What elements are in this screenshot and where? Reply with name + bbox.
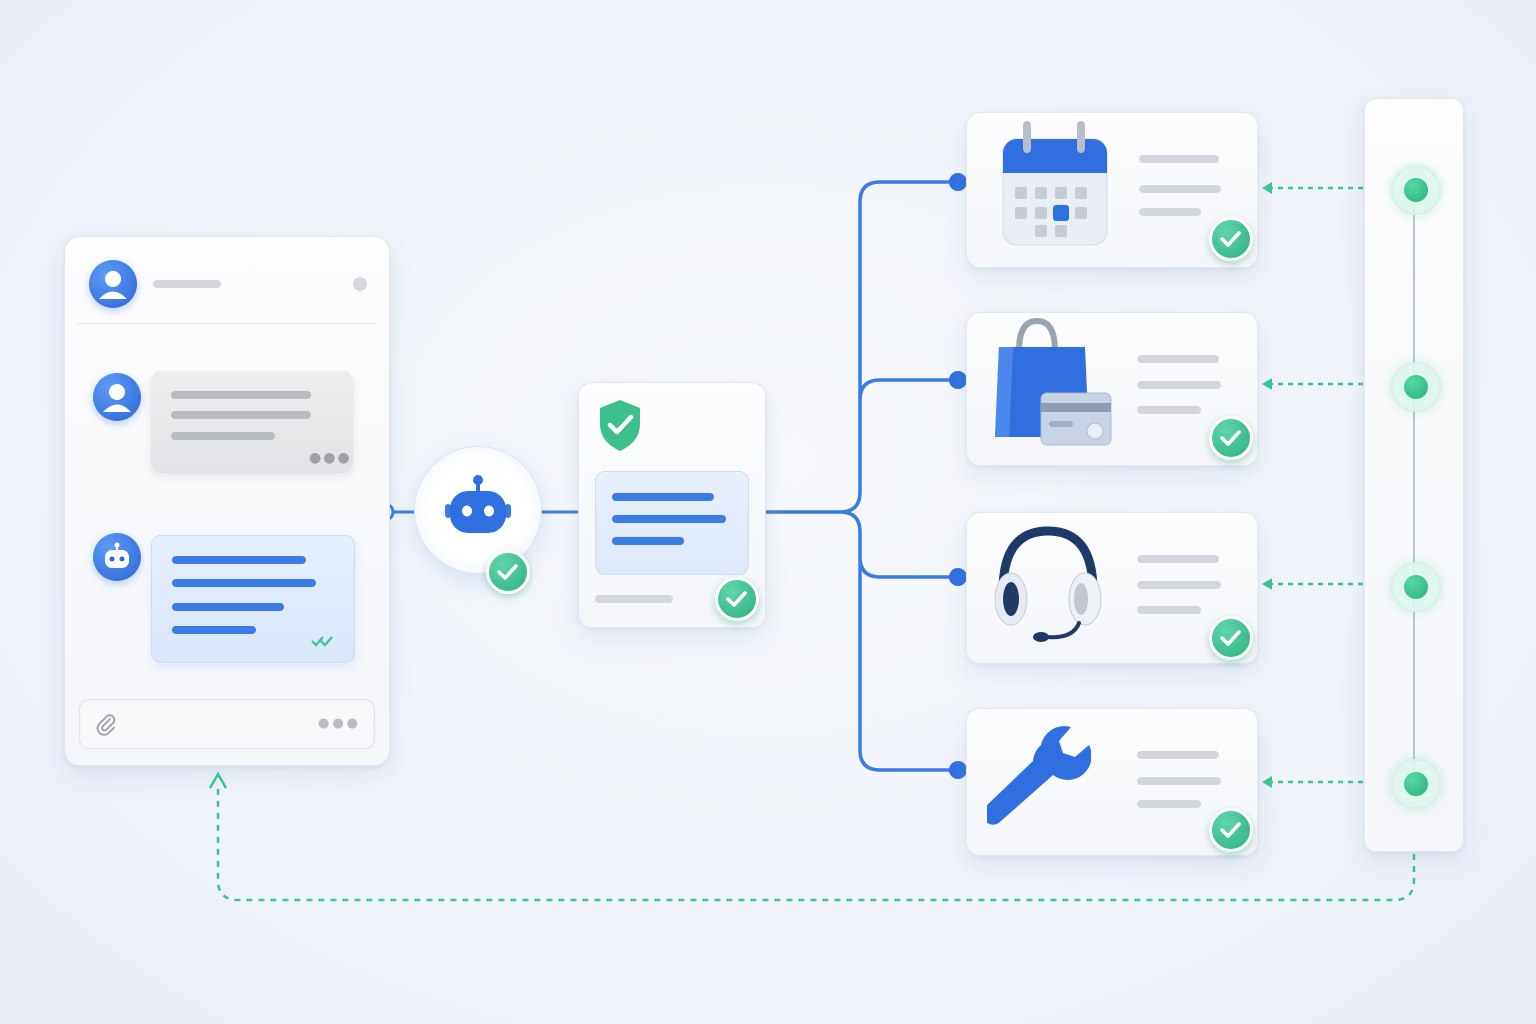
bot-message-bubble	[151, 535, 355, 663]
service-text-placeholder	[1137, 800, 1201, 808]
service-text-placeholder	[1139, 155, 1219, 163]
chat-menu-dot[interactable]	[353, 277, 367, 291]
branch-port-tools	[949, 761, 967, 779]
sync-node[interactable]	[1391, 562, 1441, 612]
sync-arrows	[1268, 186, 1372, 784]
check-badge-icon	[1209, 808, 1253, 852]
sync-node[interactable]	[1391, 165, 1441, 215]
footer-text-placeholder	[595, 595, 673, 603]
connector-branch-trunk	[762, 180, 960, 772]
shield-check-icon	[600, 400, 640, 451]
service-text-placeholder	[1137, 555, 1219, 563]
ellipsis-icon: ●●●	[309, 450, 352, 466]
paperclip-icon[interactable]	[94, 712, 118, 736]
headset-icon	[994, 526, 1102, 642]
sync-rail-track	[1413, 189, 1415, 785]
double-check-icon	[311, 636, 333, 647]
message-text-placeholder	[172, 579, 316, 587]
service-text-placeholder	[1137, 355, 1219, 363]
message-text-placeholder	[171, 411, 311, 419]
check-badge-icon	[486, 550, 530, 594]
service-text-placeholder	[1137, 777, 1221, 785]
user-avatar-icon	[93, 373, 141, 421]
message-text-placeholder	[171, 391, 311, 399]
verified-content-block	[595, 471, 749, 575]
user-avatar-icon	[89, 260, 137, 308]
message-text-placeholder	[172, 556, 306, 564]
service-text-placeholder	[1137, 581, 1221, 589]
sync-node[interactable]	[1391, 759, 1441, 809]
message-input-bar[interactable]: ●●●	[79, 699, 375, 749]
calendar-icon	[1002, 121, 1108, 246]
check-badge-icon	[1209, 616, 1253, 660]
robot-icon	[439, 471, 517, 549]
service-card-tools[interactable]	[966, 708, 1258, 856]
content-text-placeholder	[612, 493, 714, 501]
robot-icon	[93, 533, 141, 581]
message-text-placeholder	[172, 626, 256, 634]
chat-header	[77, 237, 377, 324]
verification-card	[578, 382, 766, 628]
service-card-support[interactable]	[966, 512, 1258, 664]
branch-port-calendar	[949, 173, 967, 191]
user-message-bubble: ●●●	[151, 371, 353, 473]
feedback-loop-arrowhead	[208, 771, 228, 789]
message-text-placeholder	[171, 432, 275, 440]
service-card-calendar[interactable]	[966, 112, 1258, 268]
check-badge-icon	[715, 577, 759, 621]
service-card-shopping[interactable]	[966, 312, 1258, 466]
branch-port-shopping	[949, 371, 967, 389]
service-text-placeholder	[1137, 381, 1221, 389]
chat-header-title-placeholder	[153, 280, 221, 288]
service-text-placeholder	[1139, 185, 1221, 193]
ellipsis-icon[interactable]: ●●●	[318, 716, 362, 731]
check-badge-icon	[1209, 217, 1253, 261]
chat-panel: ●●● ●●●	[64, 236, 390, 766]
message-text-placeholder	[172, 603, 284, 611]
wrench-icon	[987, 726, 1091, 825]
service-text-placeholder	[1137, 406, 1201, 414]
shopping-bag-credit-card-icon	[995, 317, 1112, 446]
feedback-loop-connector	[216, 784, 1416, 902]
sync-rail	[1364, 98, 1464, 852]
service-text-placeholder	[1139, 208, 1201, 216]
service-text-placeholder	[1137, 606, 1201, 614]
bot-hub[interactable]	[414, 446, 542, 574]
check-badge-icon	[1209, 416, 1253, 460]
content-text-placeholder	[612, 537, 684, 545]
sync-node[interactable]	[1391, 362, 1441, 412]
sync-arrowheads	[1262, 182, 1378, 788]
service-text-placeholder	[1137, 751, 1219, 759]
content-text-placeholder	[612, 515, 726, 523]
branch-port-support	[949, 568, 967, 586]
